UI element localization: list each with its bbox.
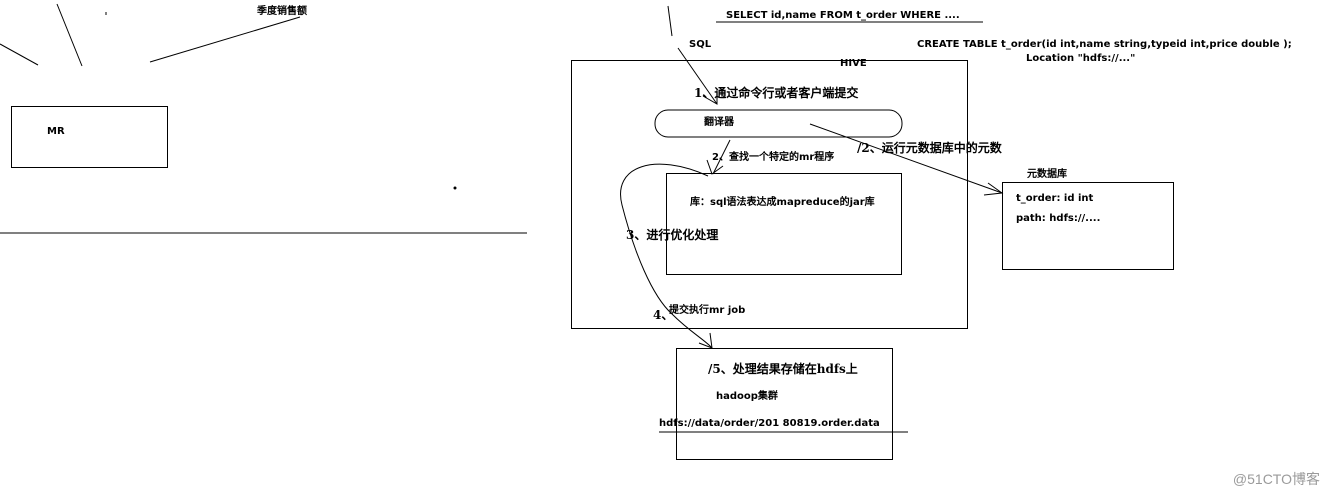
step2-arrowhead	[706, 159, 724, 175]
ray-line	[56, 3, 83, 67]
location-text: Location "hdfs://..."	[1026, 53, 1136, 64]
library-label: 库：sql语法表达成mapreduce的jar库	[690, 197, 875, 208]
step2-metadata-label: /2、运行元数据库中的元数	[857, 141, 1002, 155]
step5-label: /5、处理结果存储在hdfs上	[708, 362, 858, 376]
step2-arrow-line	[712, 139, 731, 175]
metadata-arrow-line	[809, 123, 1003, 194]
sql-arrow-line	[677, 47, 718, 105]
step3-label: 3、进行优化处理	[626, 228, 719, 242]
ray-line	[149, 16, 301, 63]
hive-box	[571, 60, 968, 329]
hive-label: HIVE	[840, 58, 867, 69]
watermark-text: @51CTO博客	[1232, 471, 1320, 487]
dot-mark	[453, 186, 457, 190]
hadoop-cluster-label: hadoop集群	[716, 391, 778, 402]
sql-label: SQL	[689, 39, 712, 50]
mr-box	[11, 106, 168, 168]
metadata-arrowhead	[983, 182, 1004, 196]
sql-arrow-line	[667, 5, 673, 37]
ray-line	[0, 43, 39, 66]
translator-label: 翻译器	[704, 117, 734, 128]
hadoop-box	[676, 348, 893, 460]
sql-arrowhead	[702, 89, 718, 105]
metastore-title: 元数据库	[1027, 169, 1067, 180]
translator-ellipse	[654, 109, 903, 138]
metastore-box	[1002, 182, 1174, 270]
metastore-line1: t_order: id int	[1016, 193, 1094, 204]
mr-label: MR	[47, 126, 65, 137]
create-table-text: CREATE TABLE t_order(id int,name string,…	[917, 39, 1292, 50]
quarterly-sales-label: 季度销售额	[257, 6, 307, 17]
step4-label: 提交执行mr job	[669, 305, 746, 316]
step4-number: 4、	[653, 308, 674, 322]
metastore-line2: path: hdfs://....	[1016, 213, 1101, 224]
library-box	[666, 173, 902, 275]
step2-find-label: 2、查找一个特定的mr程序	[712, 152, 835, 163]
hdfs-path-label: hdfs://data/order/201 80819.order.data	[659, 418, 880, 429]
step1-label: 1、通过命令行或者客户端提交	[694, 86, 859, 100]
sql-query-text: SELECT id,name FROM t_order WHERE ....	[726, 10, 960, 21]
